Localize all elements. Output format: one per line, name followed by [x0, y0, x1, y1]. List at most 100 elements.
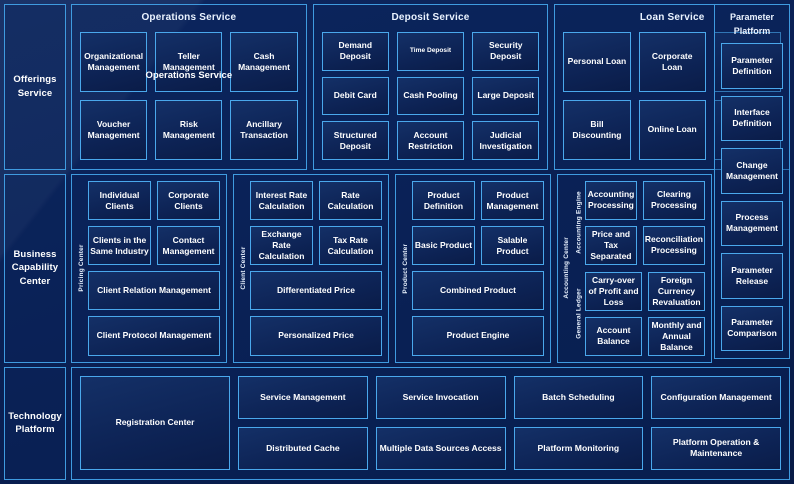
- tile-client-protocol-management[interactable]: Client Protocol Management: [88, 316, 220, 356]
- capability-group-client-center[interactable]: Client Center Interest Rate Calculation …: [233, 174, 389, 363]
- tile-judicial-investigation[interactable]: Judicial Investigation: [472, 121, 540, 160]
- tile-personal-loan[interactable]: Personal Loan: [563, 32, 631, 92]
- tile-platform-monitoring[interactable]: Platform Monitoring: [513, 426, 644, 470]
- accounting-engine-block: Accounting Engine Accounting Processing …: [573, 181, 705, 265]
- vertical-label-accounting-center: Accounting Center: [563, 237, 570, 300]
- tile-product-management[interactable]: Product Management: [481, 181, 544, 221]
- capability-grid-product-center: Product Definition Product Management Ba…: [412, 181, 544, 356]
- domain-operations-service[interactable]: Operations Service Organizational Manage…: [71, 4, 307, 170]
- tile-corporate-clients[interactable]: Corporate Clients: [157, 181, 220, 221]
- tile-teller-management[interactable]: Teller Management: [155, 32, 223, 92]
- business-capability-body: Pricing Center Individual Clients Corpor…: [71, 174, 790, 363]
- vertical-label-product-center: Product Center: [402, 243, 409, 294]
- tile-parameter-release[interactable]: Parameter Release: [721, 253, 783, 299]
- tech-column-3: Batch Scheduling Platform Monitoring: [513, 375, 644, 470]
- tile-platform-operation-and-maintenance[interactable]: Platform Operation & Maintenance: [651, 426, 781, 470]
- tile-large-deposit[interactable]: Large Deposit: [472, 76, 540, 116]
- tile-carry-over-of-profit-and-loss[interactable]: Carry-over of Profit and Loss: [585, 271, 642, 311]
- tile-corporate-loan[interactable]: Corporate Loan: [638, 32, 706, 92]
- row-offerings-service: Offerings Service Operations Service Org…: [4, 4, 791, 359]
- domain-grid-deposit-service: Demand Deposit Time Deposit Security Dep…: [321, 32, 540, 160]
- tile-account-balance[interactable]: Account Balance: [585, 316, 642, 356]
- tile-product-engine[interactable]: Product Engine: [412, 316, 544, 356]
- tile-debit-card[interactable]: Debit Card: [321, 76, 389, 116]
- capability-grid-pricing-center: Individual Clients Corporate Clients Cli…: [88, 181, 220, 356]
- accounting-center-blocks: Accounting Engine Accounting Processing …: [573, 181, 705, 356]
- tile-organizational-management[interactable]: Organizational Management: [80, 32, 148, 92]
- tile-structured-deposit[interactable]: Structured Deposit: [321, 121, 389, 160]
- tile-online-loan[interactable]: Online Loan: [638, 100, 706, 160]
- tile-interest-rate-calculation[interactable]: Interest Rate Calculation: [250, 181, 313, 221]
- tile-combined-product[interactable]: Combined Product: [412, 271, 544, 311]
- rail-title-line-1: Parameter: [729, 12, 775, 22]
- technology-platform-body: Registration Center Service Management D…: [71, 366, 790, 480]
- tile-interface-definition[interactable]: Interface Definition: [721, 95, 783, 141]
- tile-account-restriction[interactable]: Account Restriction: [396, 121, 465, 160]
- spine-label-technology-platform: Technology Platform: [4, 366, 66, 480]
- vertical-label-general-ledger: General Ledger: [575, 288, 583, 339]
- tile-salable-product[interactable]: Salable Product: [481, 226, 544, 266]
- tile-time-deposit[interactable]: Time Deposit: [396, 32, 465, 71]
- tile-exchange-rate-calculation[interactable]: Exchange Rate Calculation: [250, 226, 313, 266]
- tile-clearing-processing[interactable]: Clearing Processing: [642, 181, 705, 220]
- capability-group-product-center[interactable]: Product Center Product Definition Produc…: [395, 174, 551, 363]
- tile-bill-discounting[interactable]: Bill Discounting: [563, 100, 631, 160]
- tile-risk-management[interactable]: Risk Management: [155, 100, 223, 160]
- spine-label-business-capability-center: Business Capability Center: [4, 174, 66, 363]
- tile-change-management[interactable]: Change Management: [721, 148, 783, 194]
- domain-grid-operations-service: Organizational Management Teller Managem…: [80, 32, 298, 160]
- capability-group-pricing-center[interactable]: Pricing Center Individual Clients Corpor…: [71, 174, 227, 363]
- spine-label-offerings-service: Offerings Service: [4, 4, 66, 170]
- tile-batch-scheduling[interactable]: Batch Scheduling: [513, 375, 644, 419]
- tile-cash-management[interactable]: Cash Management: [230, 32, 298, 92]
- vertical-label-pricing-center: Pricing Center: [78, 244, 85, 292]
- tile-security-deposit[interactable]: Security Deposit: [472, 32, 540, 71]
- offerings-service-body: Operations Service Organizational Manage…: [71, 4, 791, 170]
- tile-demand-deposit[interactable]: Demand Deposit: [321, 32, 389, 71]
- tile-accounting-processing[interactable]: Accounting Processing: [585, 181, 637, 220]
- tile-tax-rate-calculation[interactable]: Tax Rate Calculation: [319, 226, 382, 266]
- tile-differentiated-price[interactable]: Differentiated Price: [250, 271, 382, 311]
- capability-group-accounting-center[interactable]: Accounting Center Accounting Engine Acco…: [557, 174, 712, 363]
- domain-title-deposit-service: Deposit Service: [391, 12, 470, 23]
- rail-title-parameter-platform: Parameter Platform: [721, 11, 783, 38]
- tile-reconciliation-processing[interactable]: Reconciliation Processing: [642, 225, 705, 265]
- tile-process-management[interactable]: Process Management: [721, 200, 783, 246]
- tile-configuration-management[interactable]: Configuration Management: [651, 375, 781, 419]
- tile-voucher-management[interactable]: Voucher Management: [80, 100, 148, 160]
- accounting-engine-grid: Accounting Processing Clearing Processin…: [585, 181, 705, 265]
- tile-rate-calculation[interactable]: Rate Calculation: [319, 181, 382, 221]
- tile-foreign-currency-revaluation[interactable]: Foreign Currency Revaluation: [648, 271, 705, 311]
- vertical-label-client-center: Client Center: [240, 246, 247, 290]
- tech-column-2: Service Invocation Multiple Data Sources…: [375, 375, 506, 470]
- tile-service-management[interactable]: Service Management: [238, 375, 368, 419]
- rail-parameter-platform[interactable]: Parameter Platform Parameter Definition …: [714, 4, 790, 359]
- tile-service-invocation[interactable]: Service Invocation: [375, 375, 506, 419]
- tech-column-1: Service Management Distributed Cache: [238, 375, 368, 470]
- tile-basic-product[interactable]: Basic Product: [412, 226, 475, 266]
- tile-individual-clients[interactable]: Individual Clients: [88, 181, 151, 221]
- general-ledger-block: General Ledger Carry-over of Profit and …: [573, 271, 705, 356]
- rail-item-list: Parameter Definition Interface Definitio…: [721, 43, 783, 351]
- tile-cash-pooling[interactable]: Cash Pooling: [396, 76, 465, 116]
- tile-parameter-definition[interactable]: Parameter Definition: [721, 43, 783, 89]
- tech-column-4: Configuration Management Platform Operat…: [651, 375, 781, 470]
- tile-monthly-and-annual-balance[interactable]: Monthly and Annual Balance: [648, 316, 705, 356]
- tile-price-and-tax-separated[interactable]: Price and Tax Separated: [585, 225, 637, 265]
- tile-product-definition[interactable]: Product Definition: [412, 181, 475, 221]
- domain-deposit-service[interactable]: Deposit Service Demand Deposit Time Depo…: [312, 4, 549, 170]
- tile-multiple-data-sources-access[interactable]: Multiple Data Sources Access: [375, 426, 506, 470]
- tile-clients-in-the-same-industry[interactable]: Clients in the Same Industry: [88, 226, 151, 266]
- tile-ancillary-transaction[interactable]: Ancillary Transaction: [230, 100, 298, 160]
- tile-distributed-cache[interactable]: Distributed Cache: [238, 426, 368, 470]
- tile-personalized-price[interactable]: Personalized Price: [250, 316, 382, 356]
- tile-client-relation-management[interactable]: Client Relation Management: [88, 271, 220, 311]
- tile-contact-management[interactable]: Contact Management: [157, 226, 220, 266]
- tile-parameter-comparison[interactable]: Parameter Comparison: [721, 305, 783, 351]
- general-ledger-grid: Carry-over of Profit and Loss Foreign Cu…: [585, 271, 705, 356]
- row-technology-platform: Technology Platform Registration Center …: [4, 366, 790, 480]
- row-business-capability-center: Business Capability Center Pricing Cente…: [4, 174, 790, 363]
- domain-title-operations-service: Operations Service: [141, 12, 237, 23]
- tile-registration-center[interactable]: Registration Center: [80, 375, 230, 470]
